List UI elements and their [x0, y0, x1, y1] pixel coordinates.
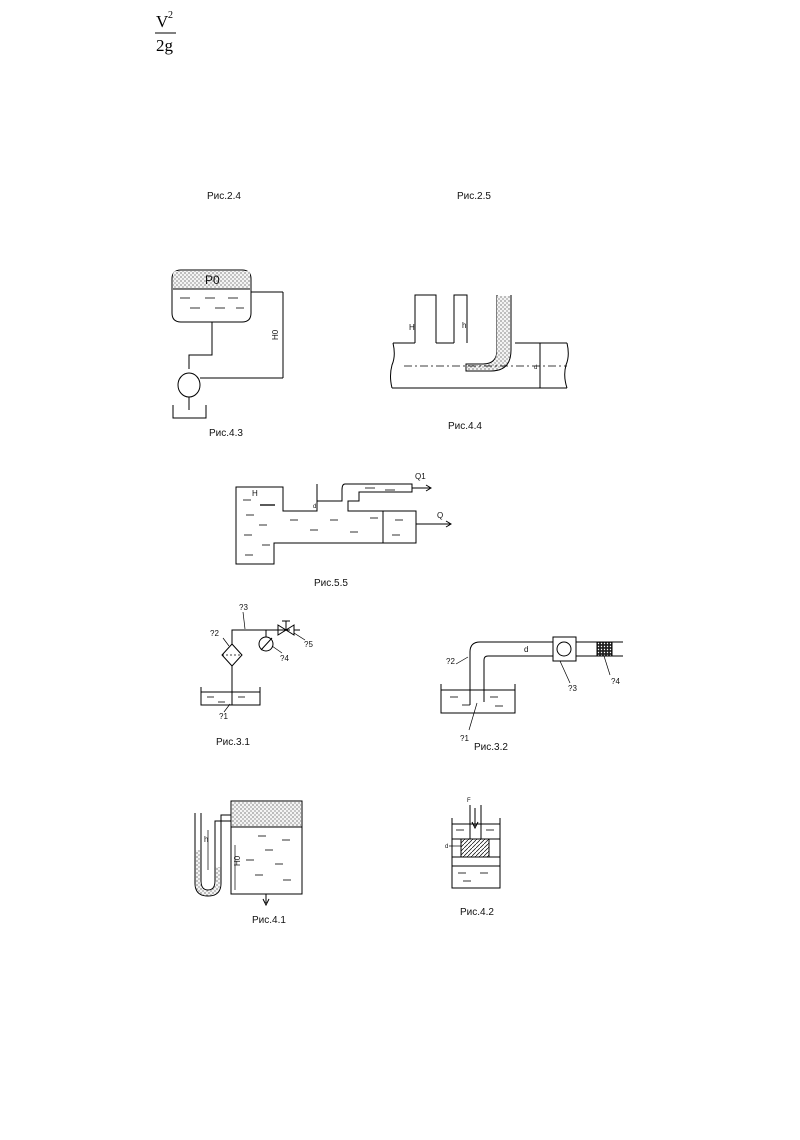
label-z5-3-1: ?5 [304, 640, 313, 649]
filter-3-2 [596, 641, 613, 657]
caption-fig-4-1: Рис.4.1 [252, 915, 286, 926]
u-tube-inner-4-1 [200, 813, 231, 891]
pipe-upper-3-1 [231, 629, 290, 644]
label-h0-4-1: H0 [233, 855, 242, 866]
suction-pipe-4-3 [188, 322, 213, 369]
leader-z3-3-1 [242, 611, 246, 630]
leader-z4-3-2 [603, 655, 611, 676]
caption-fig-3-1: Рис.3.1 [216, 737, 250, 748]
gauge-3-1 [258, 636, 274, 652]
vessel-5-5 [235, 483, 417, 565]
liquid-dashes-4-1 [246, 835, 291, 881]
caption-fig-4-3: Рис.4.3 [209, 428, 243, 439]
liquid-dashes-5-5 [243, 487, 403, 556]
leader-z2-3-2 [455, 656, 469, 665]
pump-3-2 [552, 636, 577, 662]
formula-exponent: 2 [168, 10, 173, 21]
manometer-fluid-4-1 [195, 850, 221, 896]
piston-4-2 [460, 838, 490, 858]
leader-z5-3-1 [293, 632, 306, 641]
rod-4-2 [469, 805, 482, 839]
figure-4-4 [390, 294, 569, 389]
gas-cushion-4-1 [232, 802, 301, 827]
label-h-5-5: H [252, 489, 258, 498]
u-tube-outer-4-1 [194, 813, 231, 897]
label-z4-3-2: ?4 [611, 677, 620, 686]
caption-fig-3-2: Рис.3.2 [474, 742, 508, 753]
label-f-4-2: F [467, 798, 471, 804]
figure-4-2 [449, 805, 501, 889]
leader-z1-3-1 [223, 703, 231, 713]
pipe-break-right-4-4 [564, 342, 569, 389]
receiver-4-3 [172, 405, 207, 419]
arrow-q1-5-5 [425, 484, 432, 492]
label-p0-4-3: P0 [205, 273, 220, 287]
label-q-5-5: Q [437, 511, 443, 520]
caption-fig-2-4: Рис.2.4 [207, 191, 241, 202]
pipe-outer-3-2 [469, 641, 553, 705]
pump-rotor-3-2 [556, 641, 572, 657]
caption-fig-5-5: Рис.5.5 [314, 578, 348, 589]
label-h-left-4-4: H [409, 323, 415, 332]
pitot-fill-4-4 [467, 296, 510, 370]
tank-3-1 [200, 687, 261, 706]
figure-5-5 [235, 483, 452, 565]
pitot-tube-4-4 [465, 295, 512, 372]
liquid-dashes-4-2 [456, 829, 494, 882]
caption-fig-2-5: Рис.2.5 [457, 191, 491, 202]
leader-z2-3-1 [222, 637, 230, 647]
filter-3-1 [221, 643, 243, 667]
cylinder-walls-4-2 [452, 838, 500, 858]
caption-fig-4-2: Рис.4.2 [460, 907, 494, 918]
label-z3-3-2: ?3 [568, 684, 577, 693]
gas-cushion-4-3 [173, 271, 250, 289]
arrow-q-5-5 [445, 520, 452, 528]
label-d-4-4: d [534, 365, 537, 371]
formula-v2-over-2g: V 2 2g [155, 10, 176, 55]
pipe-inner-3-2 [483, 655, 553, 702]
formula-numerator: V [156, 12, 169, 31]
tank-3-2 [440, 684, 516, 714]
leader-z1-3-2 [468, 702, 478, 731]
vessel-4-2 [451, 818, 501, 889]
label-z1-3-2: ?1 [460, 734, 469, 743]
label-h-4-1: h [204, 835, 208, 844]
label-d-4-2: d [445, 844, 448, 850]
liquid-dashes-4-3 [180, 297, 244, 309]
formula-denominator: 2g [156, 36, 174, 55]
liquid-dashes-3-2 [450, 696, 503, 707]
label-z1-3-1: ?1 [219, 712, 228, 721]
label-h0-4-3: H0 [271, 329, 280, 340]
label-q1-5-5: Q1 [415, 472, 426, 481]
piezometer-4-4 [414, 294, 437, 343]
tank-4-3 [171, 269, 252, 323]
label-h-right-4-4: h [462, 321, 466, 330]
figure-4-1 [194, 800, 303, 907]
leader-z4-3-1 [271, 645, 283, 654]
label-z2-3-2: ?2 [446, 657, 455, 666]
figure-3-2 [440, 636, 623, 731]
pump-4-3 [177, 372, 201, 398]
caption-fig-4-4: Рис.4.4 [448, 421, 482, 432]
liquid-dashes-3-1 [207, 696, 245, 703]
pipe-break-left-4-4 [390, 342, 395, 389]
label-z3-3-1: ?3 [239, 603, 248, 612]
gauge-needle-3-1 [260, 637, 273, 651]
outlet-arrow-4-1 [262, 898, 270, 907]
label-z2-3-1: ?2 [210, 629, 219, 638]
figure-4-3 [171, 269, 284, 419]
tube-stub-4-4 [453, 294, 468, 343]
leader-z3-3-2 [559, 660, 571, 684]
label-d-5-5: d [313, 504, 316, 510]
label-z4-3-1: ?4 [280, 654, 289, 663]
label-d-3-2: d [524, 645, 528, 654]
figure-3-1 [200, 611, 306, 713]
